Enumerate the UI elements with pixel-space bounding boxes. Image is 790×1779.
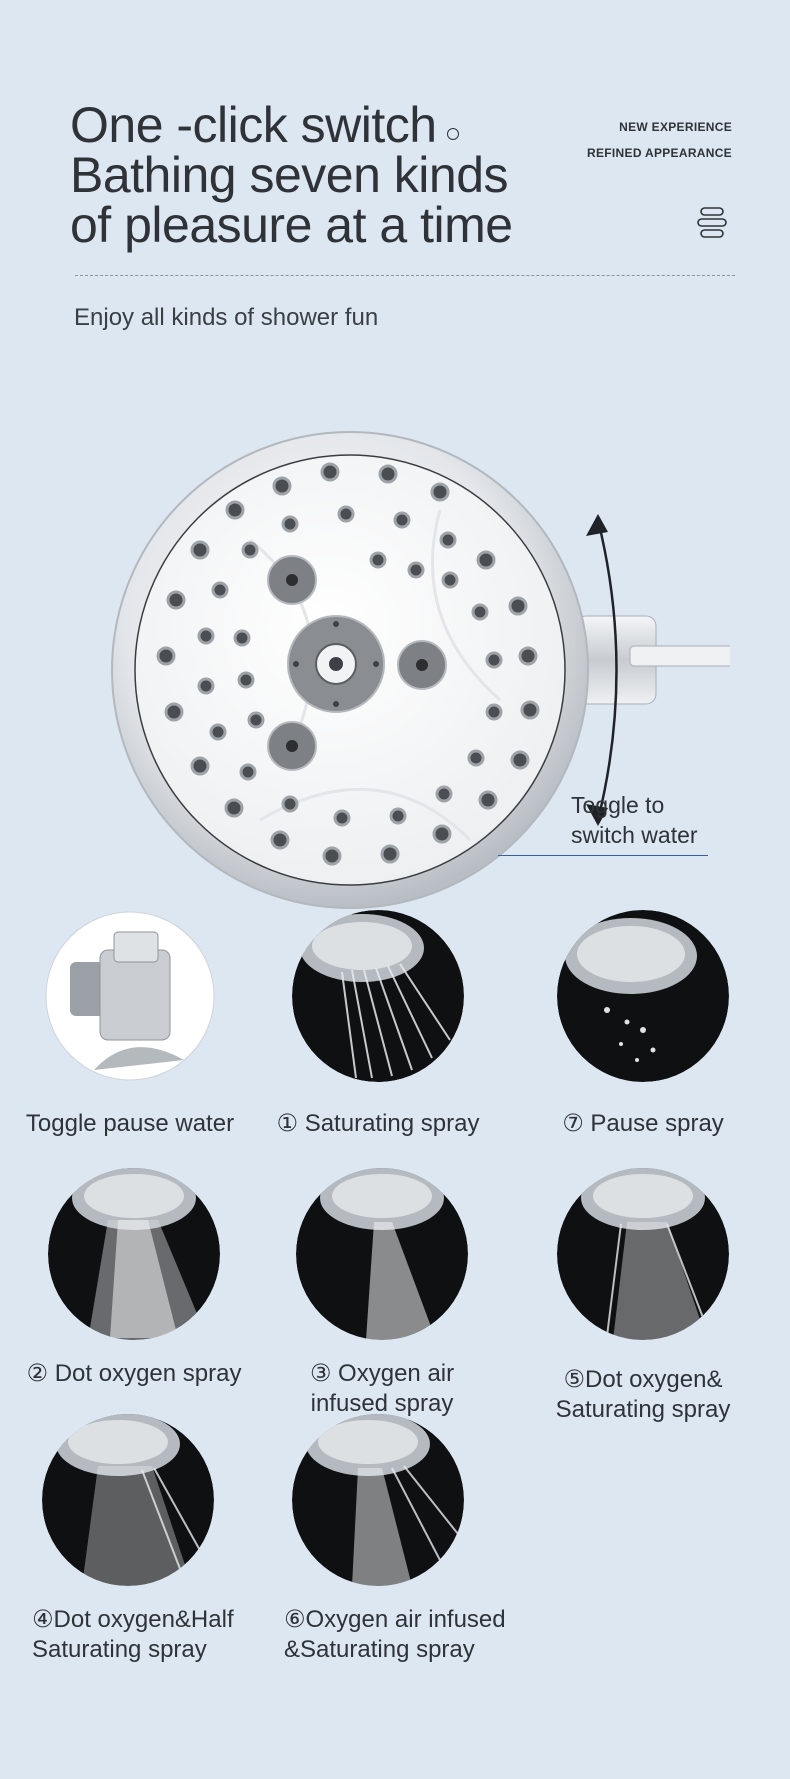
oxygen-air-saturating-image xyxy=(292,1412,464,1586)
toggle-label-underline xyxy=(498,855,708,856)
badge-stack: NEW EXPERIENCE REFINED APPEARANCE xyxy=(587,114,732,166)
feature-oxygen-air-spray: ③ Oxygen air infused spray xyxy=(262,1166,502,1419)
pause-spray-image xyxy=(557,910,729,1082)
feature-saturating-spray: ① Saturating spray xyxy=(258,910,498,1139)
pause-toggle-closeup-image xyxy=(45,911,215,1081)
stacked-lines-icon[interactable] xyxy=(697,206,727,240)
headline-line-2: Bathing seven kinds xyxy=(70,147,509,203)
headline-line-1: One -click switch xyxy=(70,100,540,150)
saturating-spray-image xyxy=(292,910,464,1082)
feature-caption-1: ③ Oxygen air xyxy=(309,1360,455,1387)
showerhead-front-image xyxy=(111,431,730,909)
ring-dot-icon xyxy=(446,128,459,140)
feature-caption: Toggle pause water xyxy=(25,1110,235,1137)
headline-line-3: of pleasure at a time xyxy=(70,197,513,253)
feature-caption: ⑦ Pause spray xyxy=(562,1110,724,1137)
badge-new-experience: NEW EXPERIENCE xyxy=(619,120,732,134)
oxygen-air-spray-image xyxy=(296,1166,468,1340)
feature-dot-oxygen-half: ④Dot oxygen&Half Saturating spray xyxy=(8,1412,248,1665)
dashed-divider xyxy=(75,275,735,276)
badge-refined-appearance: REFINED APPEARANCE xyxy=(587,146,732,160)
feature-caption-2: Saturating spray xyxy=(32,1636,207,1663)
feature-dot-oxygen-saturating: ⑤Dot oxygen& Saturating spray xyxy=(523,1166,763,1425)
dot-oxygen-half-image xyxy=(42,1412,214,1586)
dot-oxygen-saturating-image xyxy=(557,1166,729,1340)
feature-caption-2: Saturating spray xyxy=(555,1396,731,1423)
feature-caption-2: infused spray xyxy=(310,1390,454,1417)
subtitle: Enjoy all kinds of shower fun xyxy=(74,304,379,331)
feature-caption-1: ⑥Oxygen air infused xyxy=(284,1606,506,1633)
feature-caption-1: ⑤Dot oxygen& xyxy=(563,1366,723,1393)
feature-toggle-pause: Toggle pause water xyxy=(10,910,250,1139)
feature-dot-oxygen-spray: ② Dot oxygen spray xyxy=(14,1166,254,1389)
feature-caption: ② Dot oxygen spray xyxy=(26,1360,242,1387)
feature-caption-2: &Saturating spray xyxy=(284,1636,475,1663)
toggle-switch-label: Toggle to switch water xyxy=(571,792,698,848)
feature-oxygen-air-saturating: ⑥Oxygen air infused &Saturating spray xyxy=(258,1412,506,1665)
dot-oxygen-spray-image xyxy=(48,1166,220,1340)
feature-caption-1: ④Dot oxygen&Half xyxy=(32,1606,234,1633)
feature-pause-spray: ⑦ Pause spray xyxy=(523,910,763,1139)
feature-caption: ① Saturating spray xyxy=(276,1110,480,1137)
headline: One -click switch Bathing seven kinds of… xyxy=(70,100,540,250)
